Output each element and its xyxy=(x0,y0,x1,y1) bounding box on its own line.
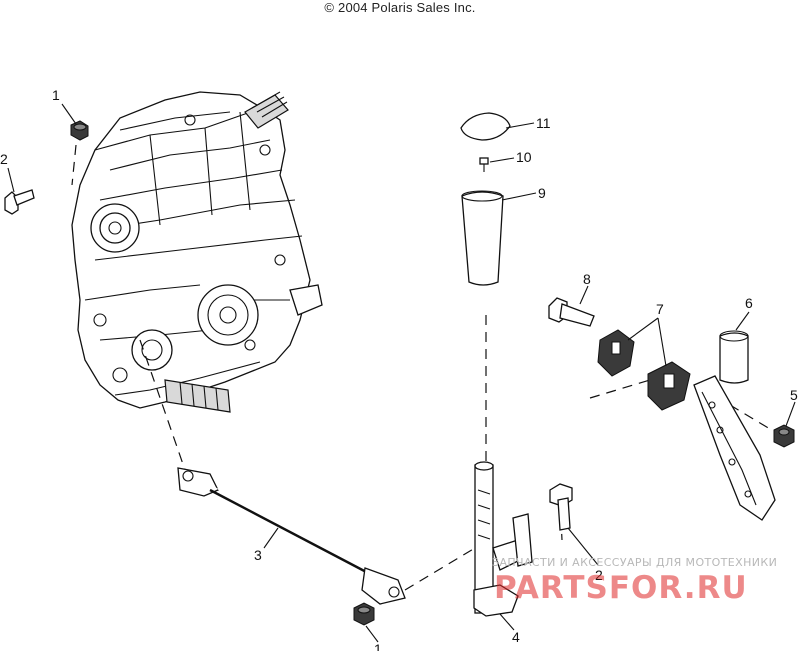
leader-housing-to-link xyxy=(139,339,186,471)
callout-11: 11 xyxy=(536,115,551,131)
bolt-2-left[interactable] xyxy=(4,189,35,215)
callout-1-upper: 1 xyxy=(52,87,60,103)
leader-nut-to-housing xyxy=(71,144,77,186)
callout-5: 5 xyxy=(790,387,798,403)
leader-bushing-axis xyxy=(589,379,651,399)
callout-10: 10 xyxy=(516,149,532,165)
mounting-bracket xyxy=(693,375,776,521)
leader-nut5 xyxy=(729,404,776,433)
nut-1-upper[interactable] xyxy=(70,120,89,141)
shift-handle-9[interactable] xyxy=(461,190,504,286)
callout-4: 4 xyxy=(512,629,520,645)
screw-10[interactable] xyxy=(479,157,489,172)
shift-lever-shaft-4[interactable] xyxy=(473,461,533,617)
copyright-text: © 2004 Polaris Sales Inc. xyxy=(324,0,476,15)
transmission-housing xyxy=(71,91,323,413)
callout-2-left: 2 xyxy=(0,151,8,167)
leader-link-to-lever xyxy=(404,544,481,591)
shift-link-rod-3[interactable] xyxy=(177,467,406,605)
bushing-7-b[interactable] xyxy=(647,361,691,411)
watermark-tagline: ЗАПЧАСТИ И АКСЕССУАРЫ ДЛЯ МОТОТЕХНИКИ xyxy=(492,556,778,569)
callout-7: 7 xyxy=(656,301,664,317)
callout-9: 9 xyxy=(538,185,546,201)
nut-5[interactable] xyxy=(773,424,795,448)
callout-6: 6 xyxy=(745,295,753,311)
bolt-8[interactable] xyxy=(548,297,595,327)
bushing-7-a[interactable] xyxy=(597,329,635,377)
nut-1-lower[interactable] xyxy=(353,602,375,626)
knob-cap-11[interactable] xyxy=(460,112,511,141)
callout-3: 3 xyxy=(254,547,262,563)
callout-8: 8 xyxy=(583,271,591,287)
bolt-2-right[interactable] xyxy=(549,483,573,531)
sleeve-6[interactable] xyxy=(719,330,749,384)
watermark-logo: PARTSFOR.RU xyxy=(494,570,748,606)
callout-2-right: 2 xyxy=(595,567,603,583)
callout-1-lower: 1 xyxy=(374,641,382,651)
